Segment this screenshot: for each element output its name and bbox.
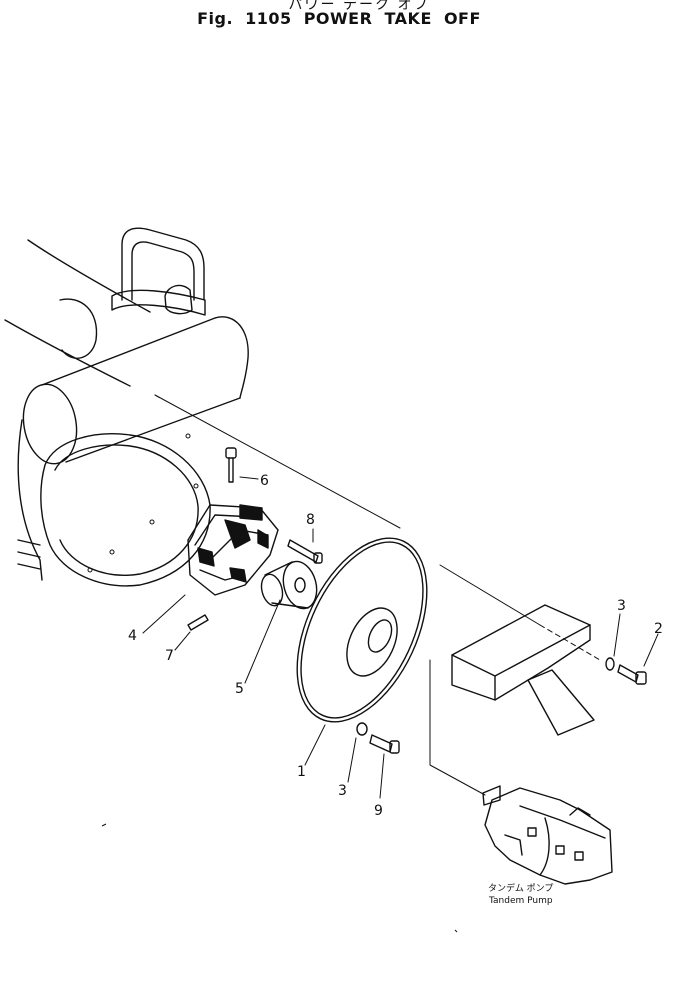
- engine-housing: [4, 239, 211, 587]
- mounting-bracket: [451, 604, 595, 736]
- leader-lines: [142, 476, 659, 799]
- housing-bolt-holes: [87, 433, 199, 573]
- callout-8: 8: [306, 512, 315, 528]
- callout-3-lower: 3: [338, 783, 347, 799]
- scan-specks: [101, 823, 458, 933]
- bolt-9: [369, 734, 400, 754]
- bolt-6: [225, 447, 237, 483]
- horizontal-cylinder: [22, 316, 249, 465]
- washer-3-lower: [356, 722, 368, 736]
- callout-4: 4: [128, 628, 137, 644]
- callout-3-upper: 3: [617, 598, 626, 614]
- figure-title: Fig. 1105 POWER TAKE OFF: [197, 9, 481, 28]
- callout-7: 7: [165, 648, 174, 664]
- lifting-eye: [111, 227, 206, 316]
- bolt-2: [617, 664, 647, 685]
- tandem-pump: [482, 785, 613, 885]
- callout-1: 1: [297, 764, 306, 780]
- callout-5: 5: [235, 681, 244, 697]
- figure-title-japanese: パワー テーク オフ: [288, 0, 430, 13]
- hub-5: [260, 560, 318, 610]
- center-line: [154, 394, 541, 796]
- bolt-8: [287, 539, 323, 564]
- callout-6: 6: [260, 473, 269, 489]
- axis-line-dashed: [154, 394, 601, 661]
- callout-9: 9: [374, 803, 383, 819]
- pump-label-japanese: タンデム ポンプ: [488, 882, 553, 894]
- washer-3-upper: [605, 657, 615, 671]
- coupling-element: [187, 504, 279, 596]
- drive-plate-1: [296, 537, 428, 723]
- pump-label: Tandem Pump: [488, 896, 553, 906]
- callout-2: 2: [654, 621, 663, 637]
- pin-7: [187, 614, 209, 631]
